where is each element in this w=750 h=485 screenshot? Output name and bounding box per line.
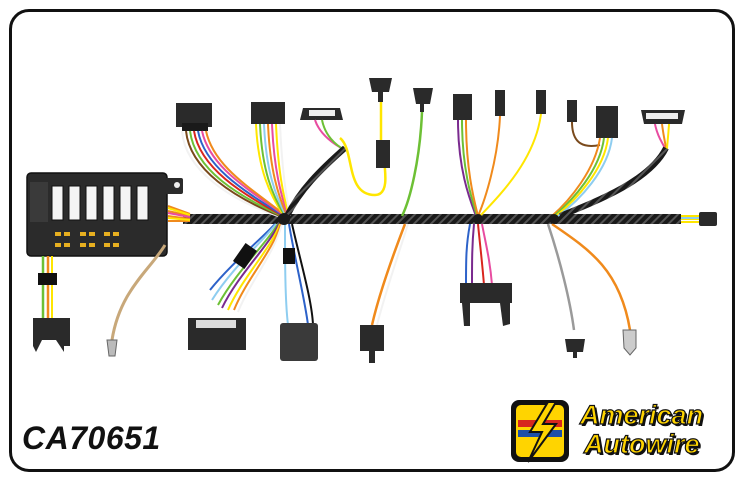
tan-sensor-wire <box>106 244 167 357</box>
lower-right-branch <box>546 222 637 358</box>
fuse-slots <box>51 185 149 221</box>
lower-gray-connector <box>280 223 318 361</box>
right-end-connector <box>681 212 717 226</box>
part-number-label: CA70651 <box>22 420 161 456</box>
brand-logo-emblem <box>511 400 569 463</box>
top-left-branch <box>176 102 291 217</box>
main-harness-trunk <box>167 205 681 224</box>
brand-name-line1: American <box>579 400 704 430</box>
green-socket-branch <box>400 88 433 217</box>
fuse-terminals <box>55 232 119 247</box>
lower-left-branch <box>188 223 283 350</box>
harness-junctions <box>278 213 559 225</box>
lower-single-plug <box>360 223 409 363</box>
brand-name-line2: Autowire <box>583 429 700 459</box>
right-top-branch <box>551 100 685 219</box>
top-small-connector <box>284 108 347 218</box>
fuse-block <box>26 172 183 257</box>
brand-logo: American Autowire <box>508 398 733 468</box>
fuse-block-pigtail <box>33 256 70 352</box>
yellow-loop-branch <box>339 78 392 197</box>
lower-center-connector <box>460 223 512 326</box>
center-top-branch <box>453 90 546 217</box>
